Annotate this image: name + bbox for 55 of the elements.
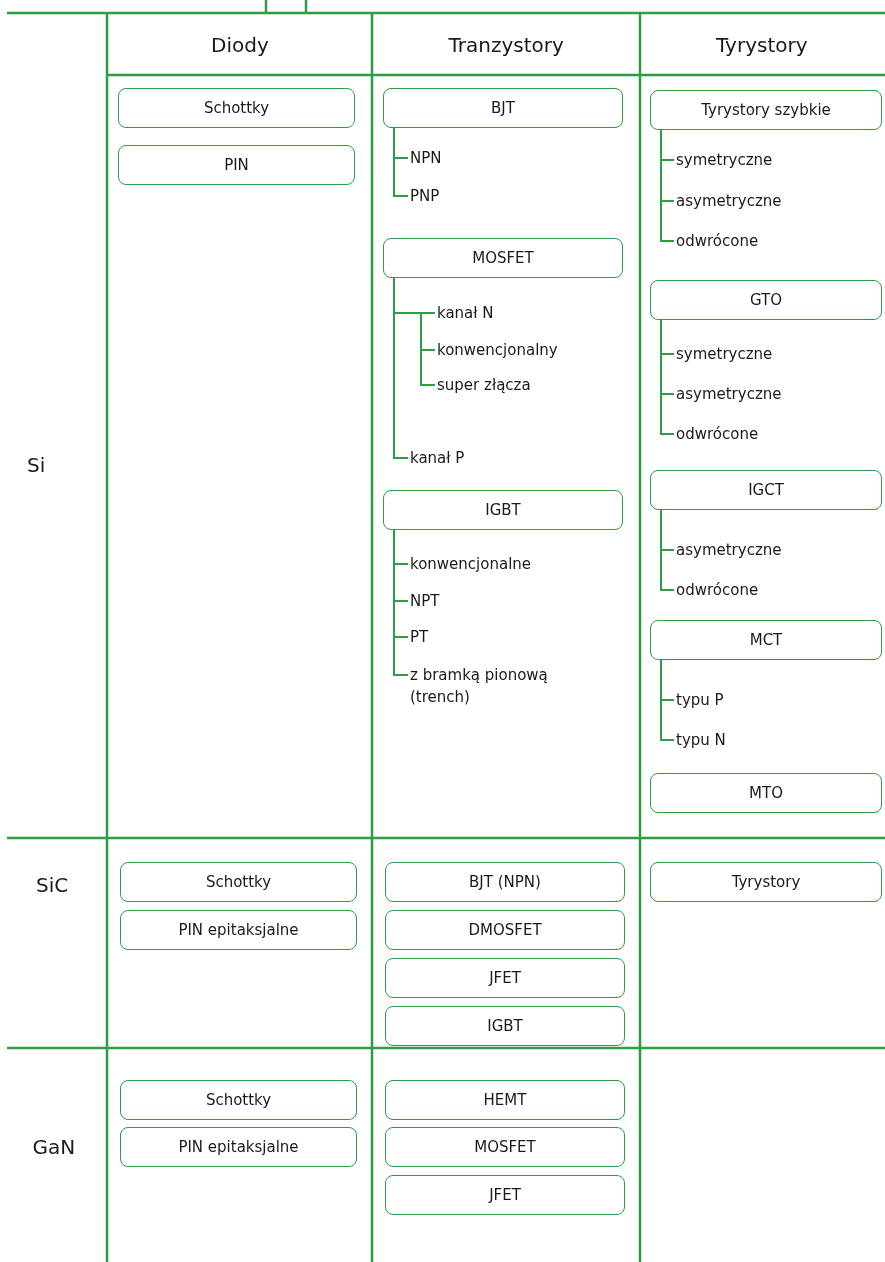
category-box: IGBT — [383, 490, 623, 530]
category-box: Schottky — [120, 1080, 357, 1120]
subtype-text: konwencjonalne — [410, 553, 532, 575]
subtype-text: z bramką pionową (trench) — [410, 664, 575, 708]
subtype-text: typu N — [676, 729, 726, 751]
connector-line — [660, 129, 675, 242]
subtype-text: kanał P — [410, 447, 465, 469]
category-box: JFET — [385, 1175, 625, 1215]
category-box: MOSFET — [383, 238, 623, 278]
row-header: GaN — [32, 1134, 76, 1160]
category-box: JFET — [385, 958, 625, 998]
category-box: MOSFET — [385, 1127, 625, 1167]
connector-line — [393, 127, 409, 197]
category-box: PIN epitaksjalne — [120, 1127, 357, 1167]
subtype-text: asymetryczne — [676, 190, 782, 212]
subtype-text: NPT — [410, 590, 440, 612]
connector-line — [393, 277, 409, 459]
column-header: Tranzystory — [448, 32, 564, 58]
category-box: MCT — [650, 620, 882, 660]
category-box: MTO — [650, 773, 882, 813]
category-box: PIN epitaksjalne — [120, 910, 357, 950]
category-box: Tyrystory szybkie — [650, 90, 882, 130]
row-header: SiC — [36, 872, 69, 898]
subtype-text: super złącza — [437, 374, 531, 396]
row-header: Si — [27, 452, 46, 478]
connector-line — [660, 509, 675, 591]
category-box: BJT — [383, 88, 623, 128]
subtype-text: symetryczne — [676, 149, 773, 171]
category-box: PIN — [118, 145, 355, 185]
subtype-text: NPN — [410, 147, 442, 169]
column-header: Diody — [211, 32, 269, 58]
subtype-text: odwrócone — [676, 230, 759, 252]
category-box: Schottky — [118, 88, 355, 128]
subtype-text: asymetryczne — [676, 539, 782, 561]
category-box: GTO — [650, 280, 882, 320]
connector-line — [393, 529, 409, 676]
category-box: HEMT — [385, 1080, 625, 1120]
connector-line — [660, 659, 675, 741]
category-box: IGBT — [385, 1006, 625, 1046]
subtype-text: PT — [410, 626, 429, 648]
category-box: DMOSFET — [385, 910, 625, 950]
column-header: Tyrystory — [716, 32, 808, 58]
subtype-text: symetryczne — [676, 343, 773, 365]
category-box: BJT (NPN) — [385, 862, 625, 902]
subtype-text: PNP — [410, 185, 440, 207]
subtype-text: kanał N — [437, 302, 494, 324]
category-box: IGCT — [650, 470, 882, 510]
subtype-text: typu P — [676, 689, 724, 711]
subtype-text: asymetryczne — [676, 383, 782, 405]
category-box: Schottky — [120, 862, 357, 902]
subtype-text: odwrócone — [676, 579, 759, 601]
category-box: Tyrystory — [650, 862, 882, 902]
connector-line — [660, 319, 675, 435]
subtype-text: konwencjonalny — [437, 339, 558, 361]
subtype-text: odwrócone — [676, 423, 759, 445]
